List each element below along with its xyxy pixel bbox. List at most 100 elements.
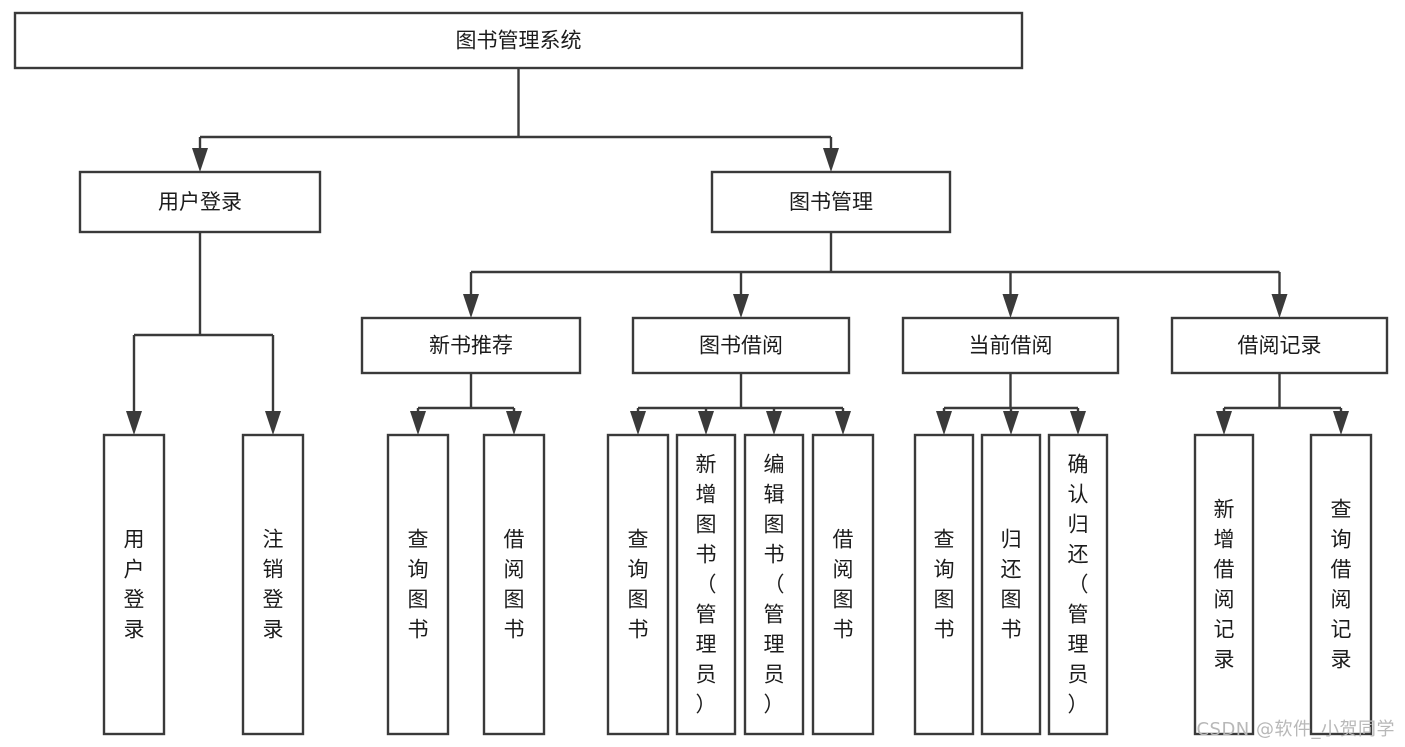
arrow-head (630, 411, 646, 435)
node-box[interactable] (360, 316, 582, 375)
node-label-char: 书 (833, 618, 854, 642)
arrow-head (1003, 411, 1019, 435)
node-label-char: 图 (408, 588, 429, 612)
node-box[interactable] (811, 433, 875, 736)
node-box[interactable] (631, 316, 851, 375)
node-label-char: 增 (696, 483, 717, 507)
node-label-char: 辑 (764, 483, 785, 507)
node-label-char: 记 (1214, 618, 1235, 642)
node-label-char: 阅 (504, 558, 525, 582)
node-label-char: 还 (1001, 558, 1022, 582)
node-label-char: 询 (934, 558, 955, 582)
node-book-manage[interactable]: 图书管理 (710, 170, 952, 234)
arrow-head (766, 411, 782, 435)
node-box[interactable] (710, 170, 952, 234)
node-label-char: （ (1068, 573, 1089, 597)
node-box[interactable] (482, 433, 546, 736)
node-label-char: 查 (408, 528, 429, 552)
node-label-char: 书 (408, 618, 429, 642)
node-label-char: 新 (1214, 498, 1235, 522)
node-label: 图书管理 (789, 190, 873, 214)
node-label-char: 录 (263, 618, 284, 642)
node-label-char: 还 (1068, 543, 1089, 567)
node-label-char: 增 (1214, 528, 1235, 552)
arrow-head (410, 411, 426, 435)
node-box[interactable] (901, 316, 1120, 375)
node-label-char: 记 (1331, 618, 1352, 642)
node-label-char: 理 (1068, 633, 1089, 657)
node-label-char: 图 (934, 588, 955, 612)
node-label-char: 查 (1331, 498, 1352, 522)
node-label-char: 查 (934, 528, 955, 552)
node-label: 借阅记录 (1238, 334, 1322, 358)
node-box[interactable] (1047, 433, 1109, 736)
node-label-char: 新 (696, 453, 717, 477)
node-box[interactable] (980, 433, 1042, 736)
node-label-char: 用 (124, 528, 145, 552)
node-box[interactable] (241, 433, 305, 736)
node-label-char: 图 (504, 588, 525, 612)
node-box[interactable] (606, 433, 670, 736)
arrow-head (1333, 411, 1349, 435)
node-label-char: （ (764, 573, 785, 597)
node-box[interactable] (386, 433, 450, 736)
arrow-head (936, 411, 952, 435)
node-label: 图书管理系统 (456, 29, 582, 53)
node-user-login[interactable]: 用户登录 (78, 170, 322, 234)
node-label-char: 图 (764, 513, 785, 537)
node-label-char: 书 (696, 543, 717, 567)
node-leaf-user-login[interactable]: 用户登录 (102, 433, 166, 736)
node-label-char: 编 (764, 453, 785, 477)
node-label-char: ） (696, 693, 717, 717)
node-box[interactable] (13, 11, 1024, 70)
node-root[interactable]: 图书管理系统 (13, 11, 1024, 70)
node-label-char: 阅 (1214, 588, 1235, 612)
node-label-char: 询 (408, 558, 429, 582)
node-box[interactable] (1309, 433, 1373, 736)
node-label-char: 阅 (1331, 588, 1352, 612)
node-current-borrow[interactable]: 当前借阅 (901, 316, 1120, 375)
node-label-char: 管 (1068, 603, 1089, 627)
node-label-char: 借 (504, 528, 525, 552)
node-label-char: 书 (504, 618, 525, 642)
node-label-char: 阅 (833, 558, 854, 582)
node-label-char: 书 (764, 543, 785, 567)
node-box[interactable] (913, 433, 975, 736)
arrow-head (265, 411, 281, 435)
node-label-char: 归 (1001, 528, 1022, 552)
node-label-char: 员 (1068, 663, 1089, 687)
node-label-char: 图 (696, 513, 717, 537)
node-box[interactable] (1193, 433, 1255, 736)
arrow-head (698, 411, 714, 435)
arrow-head (1216, 411, 1232, 435)
node-label: 用户登录 (158, 190, 242, 214)
node-box[interactable] (675, 433, 737, 736)
node-box[interactable] (102, 433, 166, 736)
node-label-char: 员 (764, 663, 785, 687)
node-label-char: 员 (696, 663, 717, 687)
node-label-char: 登 (263, 588, 284, 612)
node-box[interactable] (1170, 316, 1389, 375)
node-label-char: 注 (263, 528, 284, 552)
node-book-borrow[interactable]: 图书借阅 (631, 316, 851, 375)
arrow-head (835, 411, 851, 435)
node-box[interactable] (78, 170, 322, 234)
node-borrow-record[interactable]: 借阅记录 (1170, 316, 1389, 375)
node-label-char: 户 (124, 558, 145, 582)
node-new-book-recommend[interactable]: 新书推荐 (360, 316, 582, 375)
arrow-head (1271, 294, 1288, 318)
node-box[interactable] (743, 433, 805, 736)
